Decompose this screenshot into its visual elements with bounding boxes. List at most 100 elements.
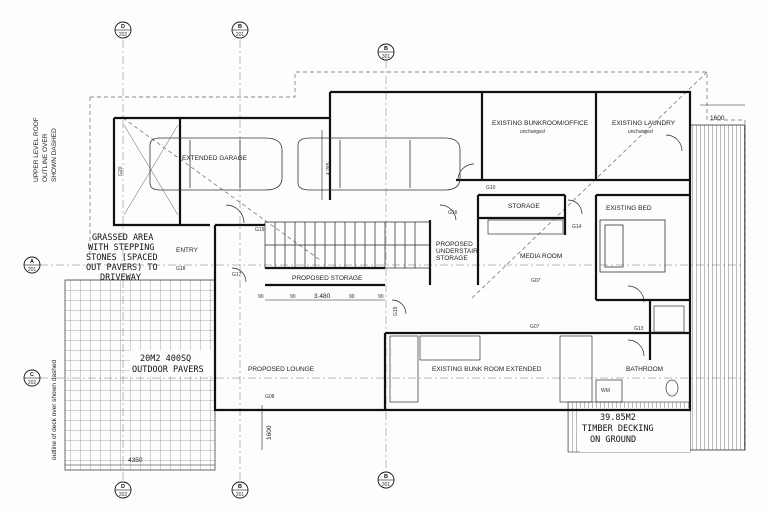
svg-text:DRIVEWAY: DRIVEWAY: [100, 273, 141, 283]
section-marker: B 201: [231, 21, 249, 39]
svg-text:GRASSED AREA: GRASSED AREA: [92, 233, 153, 243]
understair-line-2: UNDERSTAIR: [436, 248, 478, 255]
car-left: [149, 137, 283, 191]
timber-deck-area: [689, 124, 746, 451]
dim-garage-width: 4.265: [326, 162, 332, 175]
svg-text:outline of deck over shown das: outline of deck over shown dashed: [51, 360, 58, 460]
deck-outline-note: outline of deck over shown dashed: [51, 360, 58, 460]
svg-text:TIMBER DECKING: TIMBER DECKING: [582, 424, 654, 434]
toilet: [665, 379, 679, 397]
upper-roof-note: UPPER LEVEL ROOF OUTLINE OVER SHOWN DASH…: [33, 117, 58, 182]
section-marker-ref: 201: [236, 32, 245, 38]
svg-text:UPPER LEVEL ROOF: UPPER LEVEL ROOF: [33, 117, 40, 182]
room-proposed-lounge: PROPOSED LOUNGE: [248, 366, 315, 373]
svg-text:20M2 400SQ: 20M2 400SQ: [140, 354, 191, 364]
room-existing-bed: EXISTING BED: [606, 205, 652, 212]
bunk-bed-2: [419, 335, 481, 361]
dim-top-right: 1600: [710, 115, 725, 122]
car-right: [297, 137, 461, 191]
svg-text:OUTLINE OVER: OUTLINE OVER: [42, 133, 49, 182]
section-marker-ref: 202: [28, 380, 37, 386]
svg-text:G15: G15: [393, 306, 399, 316]
media-sofa: [487, 219, 564, 235]
svg-text:OUTDOOR PAVERS: OUTDOOR PAVERS: [132, 365, 204, 375]
svg-text:G20: G20: [118, 166, 124, 176]
bunk-bed-3: [559, 335, 593, 403]
section-marker-label: B: [238, 484, 242, 490]
tag-g10: G10: [486, 185, 496, 191]
section-marker: B 201: [231, 481, 249, 499]
section-marker-ref: 301: [382, 482, 391, 488]
tag-g18: G18: [176, 266, 186, 272]
outdoor-pavers-note: 20M2 400SQ OUTDOOR PAVERS: [132, 354, 204, 375]
laundry-sub: unchanged: [628, 129, 653, 135]
room-existing-bunkroom-office: EXISTING BUNKROOM/OFFICE: [492, 120, 589, 127]
room-media: MEDIA ROOM: [520, 253, 562, 260]
section-marker: A 201: [23, 256, 41, 274]
section-marker-label: D: [121, 24, 125, 30]
tag-g08: G08: [265, 394, 275, 400]
tag-g07-a: G07: [531, 278, 541, 284]
door-swings: [225, 134, 683, 357]
section-marker: B 301: [377, 43, 395, 61]
tag-g19: G19: [255, 227, 265, 233]
timber-decking-note: 39.85M2 TIMBER DECKING ON GROUND: [582, 413, 654, 445]
room-entry: ENTRY: [176, 247, 199, 254]
dim-stair-width: 3.480: [314, 293, 331, 300]
section-marker-label: A: [30, 259, 34, 265]
room-bathroom: BATHROOM: [626, 366, 663, 373]
section-marker: B 301: [377, 471, 395, 489]
section-marker-label: C: [30, 372, 34, 378]
understair-line-3: STORAGE: [436, 255, 468, 262]
tag-g15: G15: [393, 306, 399, 316]
svg-text:4.265: 4.265: [326, 162, 332, 175]
section-marker: D 202: [114, 21, 132, 39]
svg-text:STONES (SPACED: STONES (SPACED: [86, 253, 158, 263]
tag-g17: G17: [232, 272, 242, 278]
room-extended-garage: EXTENDED GARAGE: [182, 155, 248, 162]
section-marker-label: B: [384, 474, 388, 480]
grassed-area-note: GRASSED AREA WITH STEPPING STONES (SPACE…: [86, 233, 158, 283]
room-proposed-storage: PROPOSED STORAGE: [292, 275, 363, 282]
section-marker-label: B: [238, 24, 242, 30]
section-marker-ref: 301: [382, 54, 391, 60]
svg-text:WITH STEPPING: WITH STEPPING: [88, 243, 155, 253]
section-marker-ref: 202: [119, 32, 128, 38]
section-marker-label: B: [384, 46, 388, 52]
svg-text:OUT PAVERS) TO: OUT PAVERS) TO: [86, 263, 158, 273]
bed: [599, 219, 666, 273]
misc-tag-90-b: 90: [290, 294, 296, 300]
tag-g16: G16: [448, 210, 458, 216]
bunk-bed-1: [389, 335, 419, 403]
room-existing-laundry: EXISTING LAUNDRY: [612, 120, 676, 127]
staircase: [264, 221, 431, 269]
svg-text:39.85M2: 39.85M2: [600, 413, 636, 423]
tag-g20: G20: [118, 166, 124, 176]
misc-tag-90-d: 90: [378, 294, 384, 300]
misc-tag-90-c: 90: [349, 294, 355, 300]
tag-g07-b: G07: [530, 324, 540, 330]
section-marker-ref: 202: [119, 492, 128, 498]
roof-outline-dashed: [89, 71, 746, 450]
room-existing-bunk-extended: EXISTING BUNK ROOM EXTENDED: [432, 366, 542, 373]
shower: [653, 305, 685, 333]
dim-deck-depth: 1600: [266, 425, 273, 440]
svg-text:1600: 1600: [266, 425, 273, 440]
svg-text:SHOWN DASHED: SHOWN DASHED: [51, 128, 58, 182]
svg-text:ON GROUND: ON GROUND: [590, 435, 636, 445]
section-marker-ref: 201: [236, 492, 245, 498]
dim-bottom-left: 4350: [128, 457, 143, 464]
bunkroom-sub: unchanged: [520, 129, 545, 135]
understair-line-1: PROPOSED: [436, 241, 473, 248]
room-storage: STORAGE: [508, 203, 540, 210]
misc-tag-90-a: 90: [258, 294, 264, 300]
wm-label: WM: [601, 388, 610, 394]
section-marker-ref: 201: [28, 267, 37, 273]
tag-g13: G13: [634, 326, 644, 332]
tag-g14: G14: [572, 224, 582, 230]
section-marker: C 202: [23, 369, 41, 387]
